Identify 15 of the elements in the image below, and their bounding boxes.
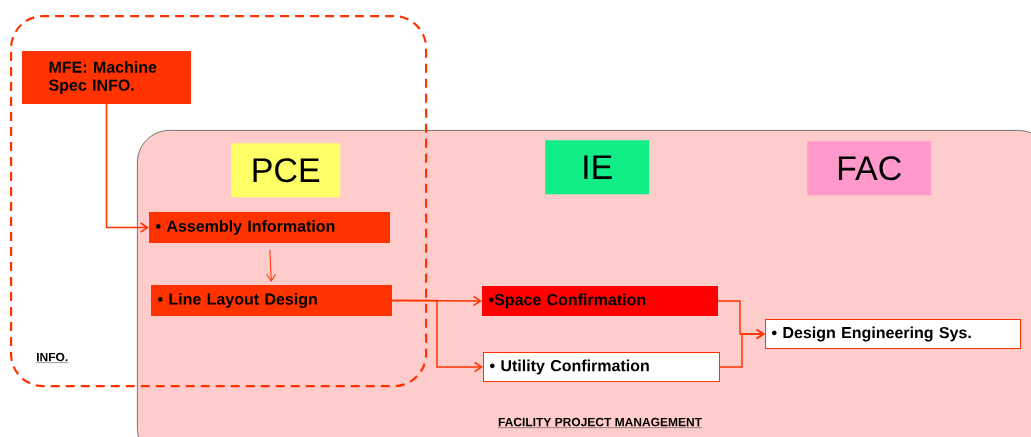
process-box: MFE: Machine Spec INFO. xyxy=(22,51,191,104)
process-box: • Assembly Information xyxy=(149,212,390,243)
process-box: • Design Engineering Sys. xyxy=(765,319,1021,349)
heading-box: FAC xyxy=(807,141,932,196)
heading-box: PCE xyxy=(231,143,341,198)
process-box: • Line Layout Design xyxy=(151,285,392,316)
process-box: • Utility Confirmation xyxy=(483,352,720,382)
region-label: FACILITY PROJECT MANAGEMENT xyxy=(497,417,703,428)
heading-box: IE xyxy=(545,140,650,195)
arrow xyxy=(105,103,149,233)
region-label: INFO. xyxy=(36,352,69,363)
process-box: •Space Confirmation xyxy=(482,286,718,316)
arrow xyxy=(719,328,765,368)
arrow xyxy=(266,249,276,282)
arrow xyxy=(391,299,483,373)
